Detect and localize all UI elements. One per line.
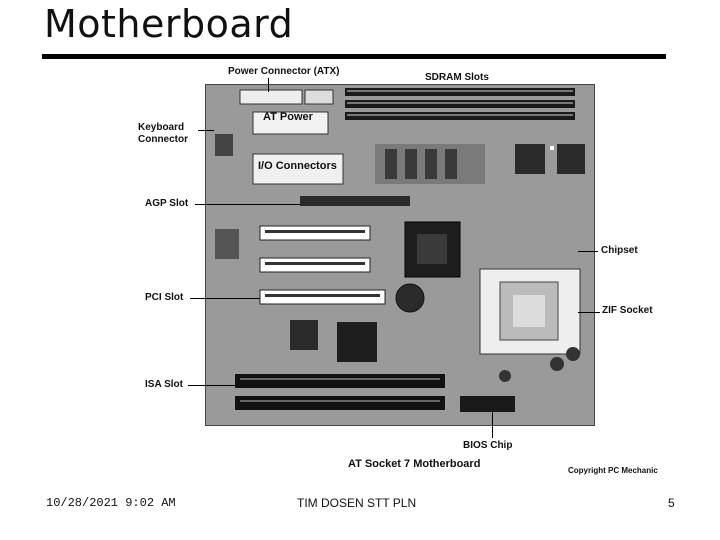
label-chipset: Chipset xyxy=(601,245,638,256)
label-isa-slot: ISA Slot xyxy=(145,379,183,390)
figure-caption: AT Socket 7 Motherboard xyxy=(348,458,481,470)
leader-chipset xyxy=(578,251,598,252)
motherboard-image xyxy=(205,84,595,426)
slide-title: Motherboard xyxy=(44,2,294,46)
label-at-power: AT Power xyxy=(263,111,313,123)
label-agp-slot: AGP Slot xyxy=(145,198,189,209)
label-keyboard-connector: Keyboard Connector xyxy=(138,122,188,145)
label-bios-chip: BIOS Chip xyxy=(463,440,513,451)
leader-isa-slot xyxy=(188,385,236,386)
leader-bios-chip xyxy=(492,412,493,438)
label-io-connectors: I/O Connectors xyxy=(258,160,337,172)
leader-agp-slot xyxy=(195,204,300,205)
label-sdram-slots: SDRAM Slots xyxy=(425,72,489,83)
label-zif-socket: ZIF Socket xyxy=(602,305,653,316)
leader-power-connector xyxy=(268,78,269,92)
leader-pci-slot xyxy=(190,298,260,299)
figure-copyright: Copyright PC Mechanic xyxy=(568,466,658,475)
footer-date: 10/28/2021 9:02 AM xyxy=(46,496,176,510)
title-rule xyxy=(42,54,666,59)
leader-zif-socket xyxy=(578,312,600,313)
footer-center-text: TIM DOSEN STT PLN xyxy=(297,496,417,510)
sdram-slots xyxy=(345,88,575,120)
leader-keyboard-connector xyxy=(198,130,214,131)
label-pci-slot: PCI Slot xyxy=(145,292,184,303)
footer-page-number: 5 xyxy=(668,496,675,510)
label-power-connector: Power Connector (ATX) xyxy=(228,66,340,77)
